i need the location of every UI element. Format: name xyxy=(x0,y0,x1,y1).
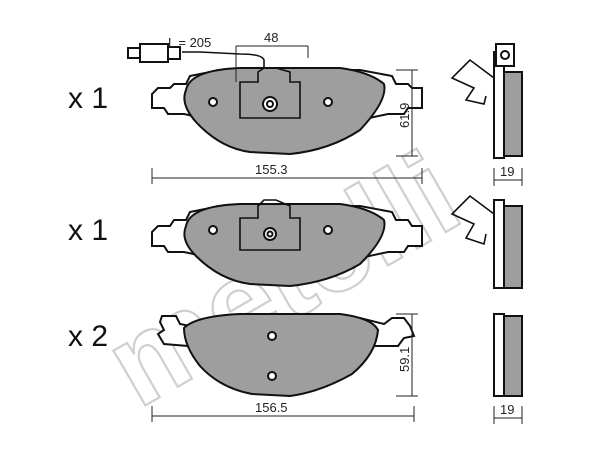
pad-1-wire-length-label: L = 205 xyxy=(168,35,211,50)
pad-2-drawing: x 1 xyxy=(68,194,523,289)
pad-1-sensor-connector-boot xyxy=(167,46,181,60)
pad-1-height-label: 61.9 xyxy=(397,103,412,128)
pad-2-right-hole xyxy=(323,225,333,235)
pad-3-bottom-hole xyxy=(267,371,277,381)
pad-1-side-sensor-hole xyxy=(500,50,510,60)
pad-1-sensor-wire xyxy=(182,51,265,68)
pad-2-side-backplate xyxy=(493,199,505,289)
pad-1-width-label: 155.3 xyxy=(255,162,288,177)
pad-2-friction-material xyxy=(183,203,386,288)
pad-1-sensor-plate xyxy=(239,67,301,119)
pad-2-quantity: x 1 xyxy=(68,214,108,247)
pad-1-sensor-connector xyxy=(139,43,169,63)
pad-2-side-friction xyxy=(503,205,523,289)
pad-1-sensor-offset-label: 48 xyxy=(264,30,278,45)
pad-1-quantity: x 1 xyxy=(68,82,108,115)
pad-3-height-label: 59.1 xyxy=(397,347,412,372)
pad-1-side-clip xyxy=(450,58,495,105)
pad-3-top-hole xyxy=(267,331,277,341)
pad-3-friction-material xyxy=(182,313,380,398)
pad-2-left-hole xyxy=(208,225,218,235)
pad-2-center-hole xyxy=(266,230,274,238)
pad-1-sensor-connector-tip xyxy=(127,47,141,59)
pad-1-side-backplate xyxy=(493,51,505,159)
pad-1-center-hole xyxy=(266,100,274,108)
pad-2-sensor-plate xyxy=(239,199,301,251)
pad-1-right-hole xyxy=(323,97,333,107)
pad-3-drawing: x 2 156.5 59.1 19 xyxy=(68,313,523,424)
pad-3-side-backplate xyxy=(493,313,505,397)
pad-3-thickness-label: 19 xyxy=(500,402,514,417)
pad-1-left-hole xyxy=(208,97,218,107)
pad-3-quantity: x 2 xyxy=(68,320,108,353)
pad-1-friction-material xyxy=(183,67,386,156)
pad-2-side-clip xyxy=(450,194,495,246)
pad-1-thickness-label: 19 xyxy=(500,164,514,179)
pad-3-width-label: 156.5 xyxy=(255,400,288,415)
pad-1-side-friction xyxy=(503,71,523,157)
pad-1-drawing: x 1 L = 205 48 155.3 61.9 xyxy=(68,30,523,186)
pad-3-side-friction xyxy=(503,315,523,397)
